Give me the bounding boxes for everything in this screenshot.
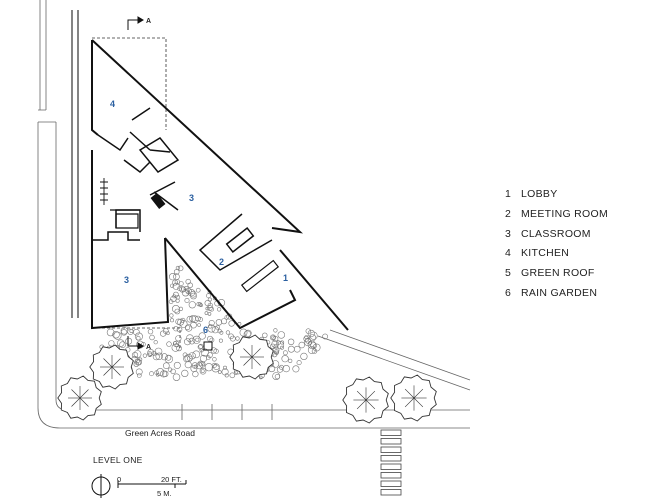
room-number-rain-garden: 6: [203, 325, 208, 335]
tree-icon: [390, 374, 437, 422]
section-marker-top: [127, 16, 144, 30]
tree-icon: [57, 375, 102, 421]
scale-feet: 20 FT.: [161, 475, 182, 484]
room-number-meeting-room: 2: [219, 257, 224, 267]
rain-garden: [98, 265, 328, 381]
tree-icon: [89, 344, 134, 390]
wall-accents: [150, 193, 280, 293]
drain-box: [203, 341, 213, 351]
scale-bar: [117, 480, 187, 488]
road-label: Green Acres Road: [125, 428, 195, 438]
building-walls: [91, 39, 349, 331]
north-arrow-icon: [91, 474, 111, 498]
level-label: LEVEL ONE: [93, 455, 143, 465]
room-number-lobby: 1: [283, 273, 288, 283]
room-number-kitchen: 4: [110, 99, 115, 109]
crosswalk: [380, 429, 402, 496]
section-label-top: A: [146, 18, 151, 25]
room-number-classroom-west: 3: [124, 275, 129, 285]
trees: [57, 334, 437, 424]
scale-meters: 5 M.: [157, 489, 172, 498]
room-number-classroom-east: 3: [189, 193, 194, 203]
scale-zero: 0: [117, 475, 122, 484]
dashed-outline: [92, 37, 181, 350]
section-marker-bottom: [127, 336, 144, 350]
tree-icon: [342, 376, 389, 424]
section-label-bottom: A: [146, 344, 151, 351]
tree-icon: [229, 334, 274, 380]
